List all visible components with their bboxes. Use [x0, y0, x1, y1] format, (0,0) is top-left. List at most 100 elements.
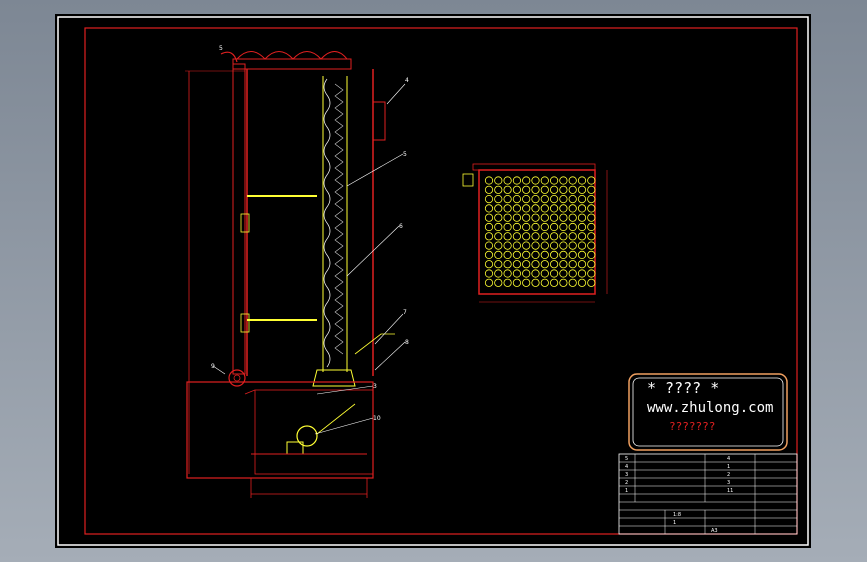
- packing-hole: [522, 269, 531, 278]
- packing-hole: [484, 241, 494, 250]
- title-sheet: 1: [673, 520, 676, 526]
- packing-hole: [559, 232, 568, 241]
- top-cap: [236, 51, 348, 60]
- packing-hole: [559, 241, 568, 250]
- packing-hole: [568, 250, 577, 259]
- packing-hole: [531, 176, 540, 185]
- drawing-frame: [84, 27, 798, 535]
- packing-hole: [559, 260, 568, 269]
- packing-hole: [568, 222, 577, 232]
- packing-hole: [587, 278, 596, 287]
- packing-hole: [503, 278, 512, 287]
- packing-hole: [531, 213, 540, 222]
- packing-hole: [577, 213, 587, 222]
- packing-hole: [512, 250, 521, 259]
- packing-hole: [577, 260, 587, 269]
- packing-hole: [531, 232, 540, 241]
- tower-elevation: [185, 51, 406, 498]
- parts-row-1-qty: 4: [727, 456, 730, 462]
- packing-hole: [503, 222, 512, 232]
- packing-hole: [568, 204, 577, 213]
- packing-hole: [559, 222, 568, 232]
- packing-hole: [577, 269, 587, 278]
- packing-hole: [577, 204, 587, 213]
- title-block: 5 4 4 1 3 2 2 3 1 11 1:8 1 A3: [618, 453, 798, 535]
- packing-hole: [484, 250, 494, 259]
- packing-hole: [531, 250, 540, 259]
- packing-hole: [531, 185, 540, 194]
- packing-hole: [512, 260, 521, 269]
- callout-7: 9: [211, 363, 215, 370]
- packing-hole: [587, 250, 596, 259]
- callout-5: 7: [403, 309, 407, 316]
- packing-hole: [568, 176, 577, 185]
- packing-hole: [568, 185, 577, 194]
- packing-hole: [484, 269, 494, 278]
- packing-hole: [494, 185, 503, 194]
- packing-hole: [484, 195, 494, 204]
- packing-hole: [540, 232, 549, 241]
- packing-hole: [549, 278, 559, 287]
- packing-hole: [512, 185, 521, 194]
- packing-hole: [587, 195, 596, 204]
- parts-row-5-no: 1: [625, 488, 628, 494]
- packing-hole: [503, 176, 512, 185]
- packing-hole: [503, 204, 512, 213]
- packing-hole: [577, 278, 587, 287]
- side-pipe: [232, 63, 246, 375]
- packing-hole: [503, 213, 512, 222]
- packing-hole: [522, 250, 531, 259]
- packing-hole: [587, 222, 596, 232]
- packing-hole: [503, 195, 512, 204]
- packing-hole: [587, 232, 596, 241]
- packing-hole: [503, 260, 512, 269]
- packing-hole: [587, 260, 596, 269]
- packing-hole: [568, 241, 577, 250]
- packing-hole: [577, 222, 587, 232]
- packing-hole: [494, 222, 503, 232]
- packing-hole: [577, 176, 587, 185]
- callout-4: 6: [399, 223, 403, 230]
- packing-hole: [587, 269, 596, 278]
- packing-hole: [484, 222, 494, 232]
- packing-hole: [540, 260, 549, 269]
- title-scale: 1:8: [673, 512, 681, 518]
- packing-hole: [540, 250, 549, 259]
- packing-hole: [494, 213, 503, 222]
- packing-hole: [522, 260, 531, 269]
- packing-hole: [484, 232, 494, 241]
- packing-hole: [577, 241, 587, 250]
- callout-3: 5: [403, 151, 407, 158]
- packing-hole: [522, 278, 531, 287]
- packing-hole: [568, 195, 577, 204]
- packing-hole: [512, 269, 521, 278]
- packing-hole: [522, 204, 531, 213]
- packing-hole: [531, 278, 540, 287]
- packing-hole: [512, 213, 521, 222]
- packing-hole: [522, 241, 531, 250]
- callout-6: 8: [405, 339, 409, 346]
- packing-hole: [568, 278, 577, 287]
- cad-drawing: 5 4 5 6 7 8 9 3 10 * ???? * www.zhulong.…: [57, 16, 809, 546]
- packing-hole: [587, 176, 596, 185]
- parts-row-1-no: 5: [625, 456, 628, 462]
- packing-hole: [549, 195, 559, 204]
- packing-hole: [568, 269, 577, 278]
- packing-hole: [577, 185, 587, 194]
- callout-1: 5: [219, 45, 223, 52]
- packing-hole: [540, 185, 549, 194]
- packing-hole: [494, 241, 503, 250]
- packing-hole: [540, 204, 549, 213]
- packing-hole: [540, 176, 549, 185]
- title-size: A3: [711, 528, 718, 534]
- packing-hole: [512, 195, 521, 204]
- packing-hole: [549, 250, 559, 259]
- parts-row-4-no: 2: [625, 480, 628, 486]
- packing-hole: [559, 269, 568, 278]
- watermark-subtitle: ???????: [669, 420, 715, 433]
- motor: [296, 425, 318, 447]
- packing-hole: [484, 278, 494, 287]
- callout-2: 4: [405, 77, 409, 84]
- packing-hole: [494, 195, 503, 204]
- packing-hole: [494, 176, 503, 185]
